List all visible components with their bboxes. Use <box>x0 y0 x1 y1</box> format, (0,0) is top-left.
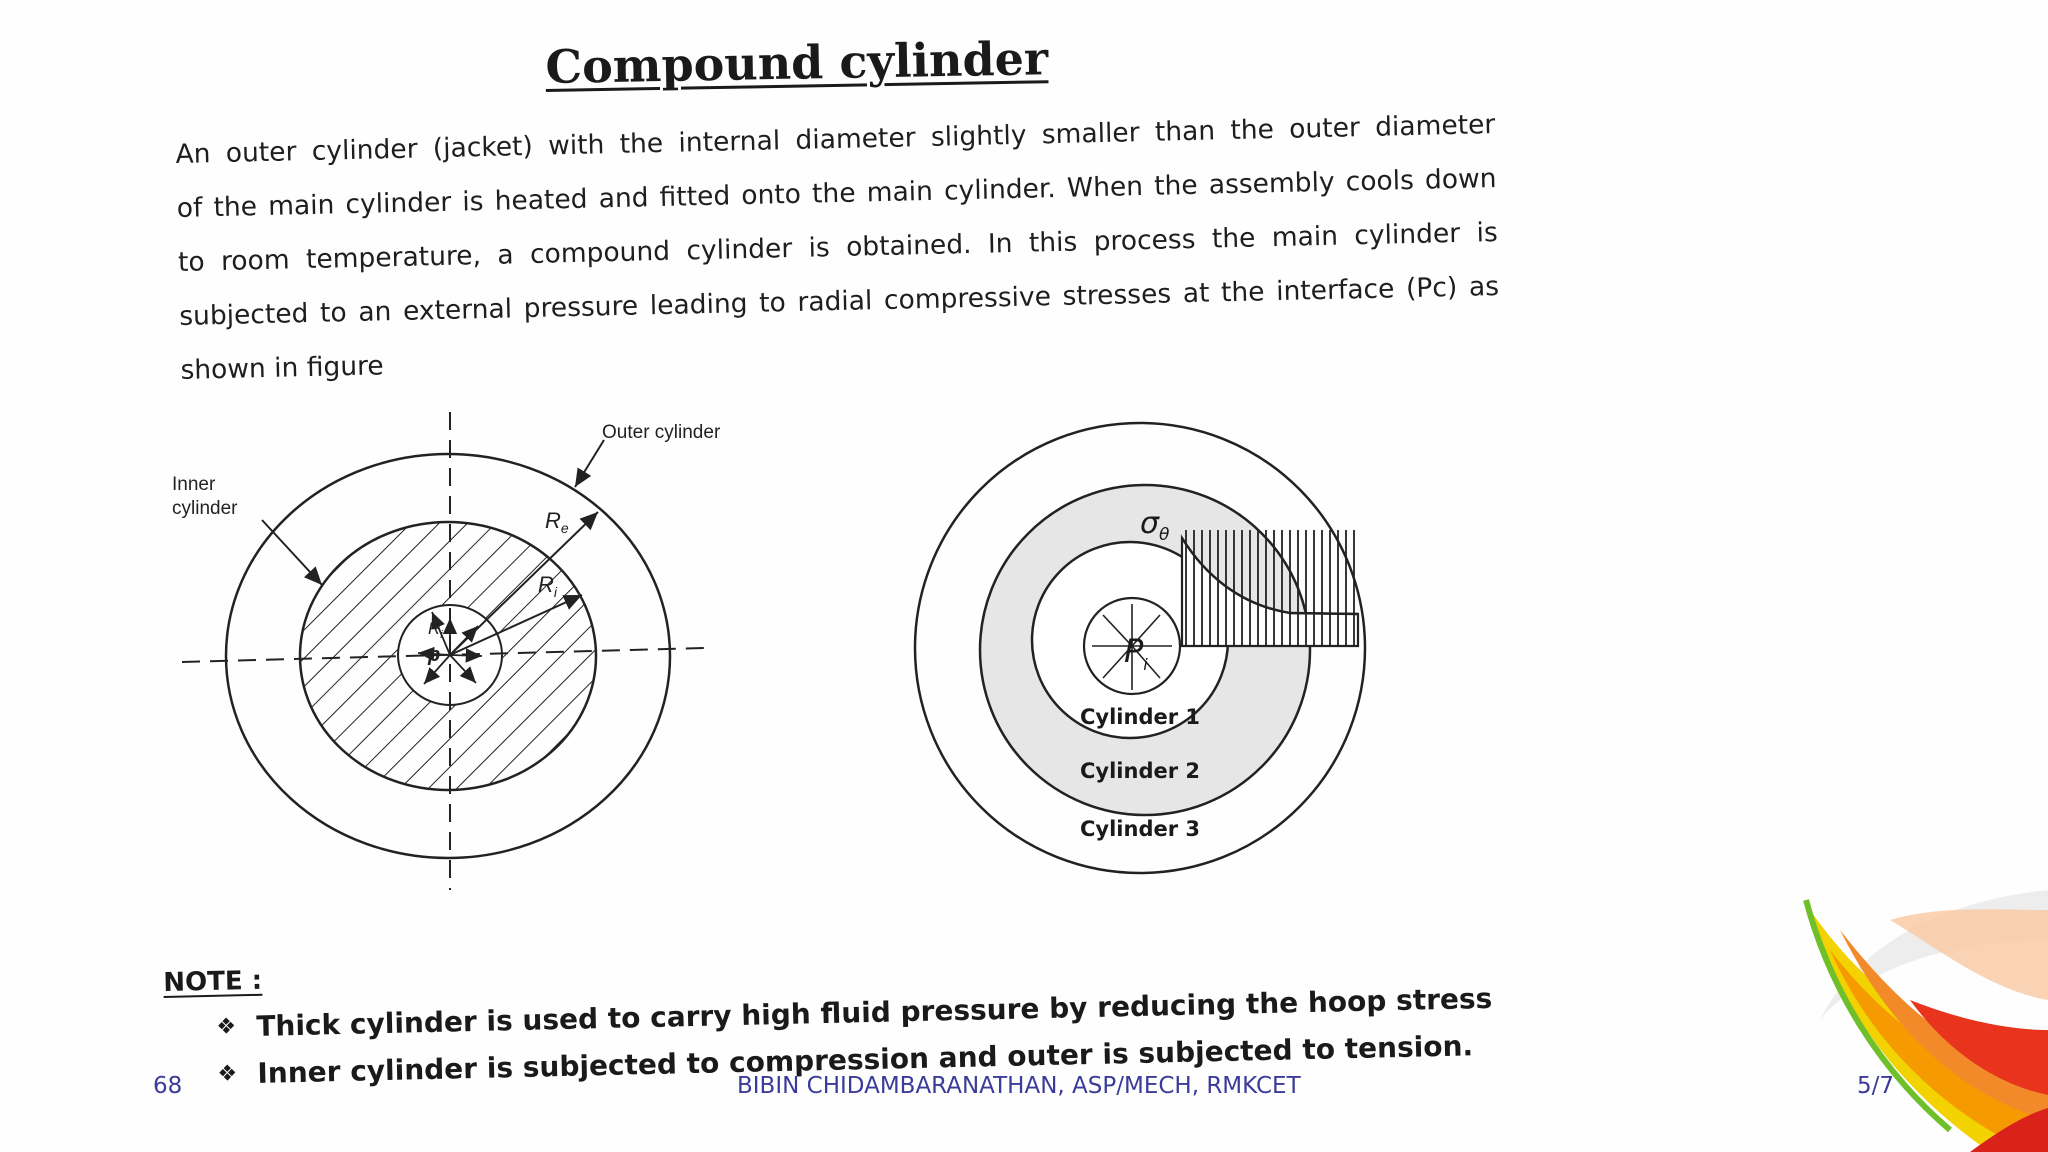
diamond-bullet-icon: ❖ <box>217 1061 238 1087</box>
pressure-label: p <box>427 644 440 666</box>
footer-page-number: 68 <box>153 1073 183 1099</box>
rc-label: R <box>428 619 440 638</box>
cylinder-3-shape <box>913 421 1367 875</box>
cylinder-3-label: Cylinder 3 <box>1080 817 1200 841</box>
diamond-bullet-icon: ❖ <box>216 1014 237 1040</box>
re-label: R <box>545 508 561 533</box>
pi-subscript: i <box>1143 655 1148 674</box>
cylinder-1-label: Cylinder 1 <box>1080 705 1200 729</box>
rc-subscript: i <box>440 629 443 641</box>
inner-cylinder-label: Inner <box>172 474 216 495</box>
outer-cylinder-label: Outer cylinder <box>602 422 721 443</box>
sigma-label: σ <box>1140 506 1160 541</box>
svg-text:Re: Re <box>545 508 569 536</box>
decorative-swoosh-icon <box>1803 890 2048 1152</box>
re-subscript: e <box>561 520 569 536</box>
footer-author: BIBIN CHIDAMBARANATHAN, ASP/MECH, RMKCET <box>737 1073 1301 1099</box>
svg-text:σθ: σθ <box>1140 506 1170 545</box>
right-diagram <box>913 421 1367 875</box>
svg-text:Ri: Ri <box>538 572 558 600</box>
cylinder-2-label: Cylinder 2 <box>1080 759 1200 783</box>
pi-label: P <box>1124 632 1144 670</box>
outer-cylinder-shape <box>224 452 672 860</box>
inner-cylinder-label: cylinder <box>172 498 238 519</box>
left-diagram <box>181 412 706 890</box>
svg-text:Pi: Pi <box>1124 632 1148 674</box>
footer-date: 5/7 <box>1857 1073 1895 1099</box>
ri-label: R <box>538 572 554 597</box>
svg-text:Ri: Ri <box>428 619 443 641</box>
sigma-subscript: θ <box>1159 525 1170 545</box>
ri-subscript: i <box>554 584 558 600</box>
